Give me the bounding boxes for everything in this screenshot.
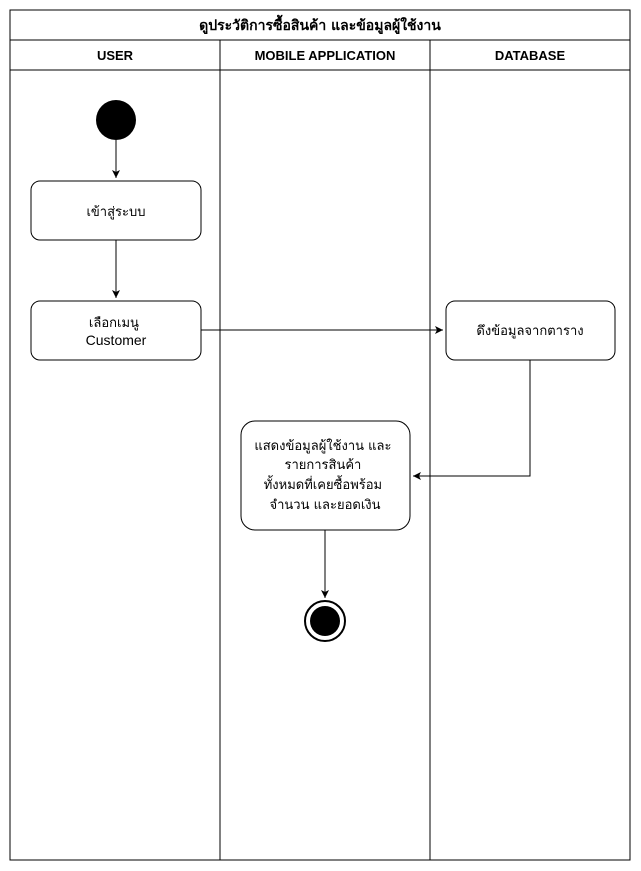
action-select-menu-line-2: Customer — [86, 332, 147, 348]
action-select-menu — [30, 300, 202, 361]
lane-header-mobile-application: MOBILE APPLICATION — [255, 48, 396, 63]
action-select-menu-label: เลือกเมนู Customer — [86, 315, 147, 348]
lane-header-user: USER — [97, 48, 134, 63]
action-show-info — [240, 420, 411, 531]
action-show-info-label: แสดงข้อมูลผู้ใช้งาน และ รายการสินค้า ทั้… — [254, 438, 395, 513]
action-select-menu-line-1: เลือกเมนู — [89, 315, 139, 331]
action-fetch-data — [445, 300, 616, 361]
diagram-title: ดูประวัติการซื้อสินค้า และข้อมูลผู้ใช้งา… — [199, 14, 441, 34]
end-node-inner — [310, 606, 340, 636]
action-show-info-line-4: จำนวน และยอดเงิน — [270, 498, 381, 513]
action-login-line-1: เข้าสู่ระบบ — [86, 205, 145, 220]
action-login — [30, 180, 202, 241]
lane-header-database: DATABASE — [495, 48, 566, 63]
action-show-info-line-3: ทั้งหมดที่เคยซื้อพร้อม — [264, 475, 382, 493]
start-node — [96, 100, 136, 140]
action-show-info-line-1: แสดงข้อมูลผู้ใช้งาน และ — [254, 438, 391, 454]
action-show-info-line-2: รายการสินค้า — [284, 458, 361, 473]
action-fetch-data-line-1: ดึงข้อมูลจากตาราง — [476, 324, 583, 339]
action-login-label: เข้าสู่ระบบ — [86, 205, 145, 220]
action-fetch-data-label: ดึงข้อมูลจากตาราง — [476, 324, 583, 339]
arrow-fetch-to-show — [413, 360, 531, 480]
